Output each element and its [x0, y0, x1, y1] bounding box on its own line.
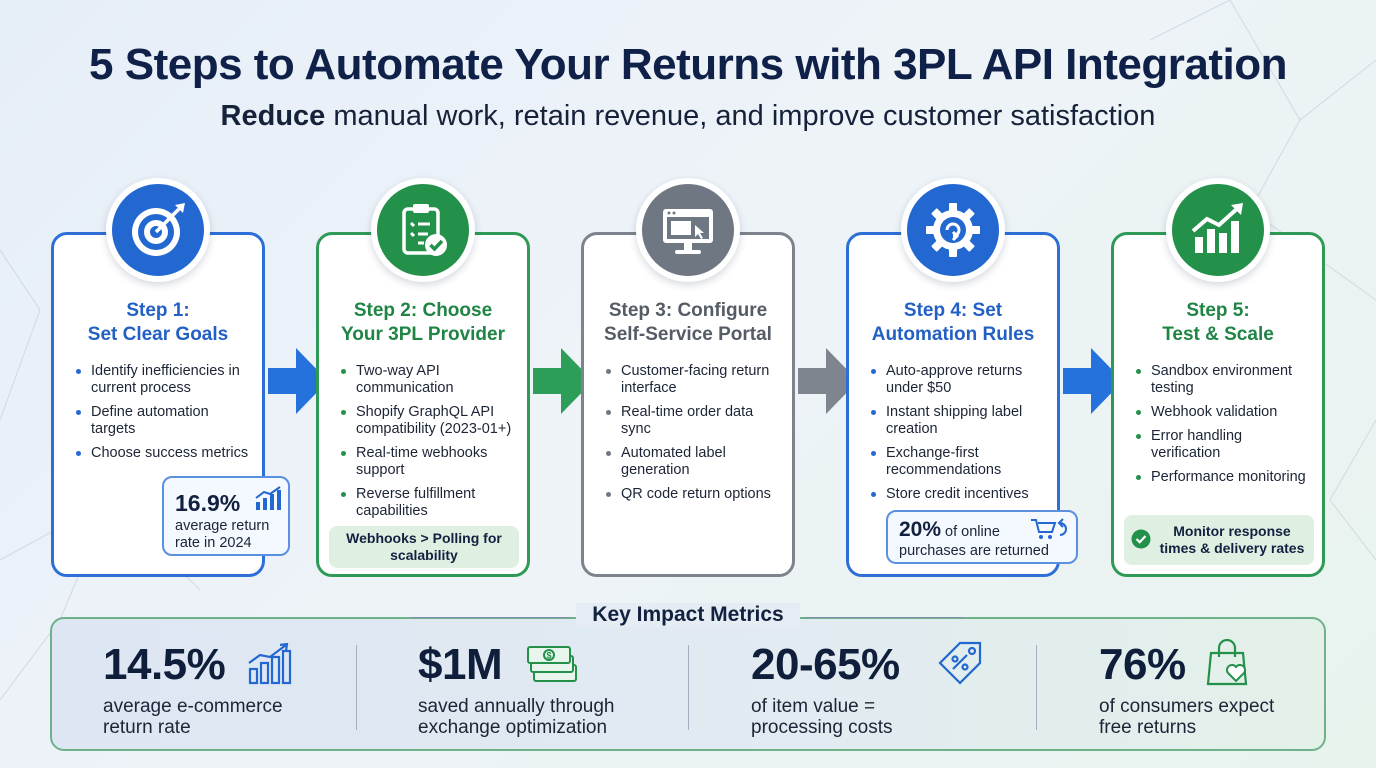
stat-line: 20% of online — [899, 518, 1000, 542]
stat-value: 16.9% — [175, 490, 241, 516]
clipboard-check-icon — [371, 178, 475, 282]
bullet-item: Auto-approve returns under $50 — [871, 363, 1049, 397]
bullet-item: Identify inefficiencies in current proce… — [76, 363, 254, 397]
arrow-right-icon — [268, 348, 328, 414]
stat-box-return-rate: 16.9% average return rate in 2024 — [162, 476, 290, 556]
svg-text:$: $ — [547, 651, 552, 661]
step-title: Step 3: Configure Self-Service Portal — [604, 300, 772, 345]
metric-item: 76% of consumers expect free returns — [1099, 640, 1274, 738]
step-title: Step 4: Set Automation Rules — [871, 300, 1035, 345]
bar-chart-icon — [248, 643, 292, 685]
bullet-item: Sandbox environment testing — [1136, 363, 1314, 397]
subtitle-bold: Reduce — [220, 100, 326, 132]
metric-value: 14.5% — [103, 640, 226, 689]
metric-item: $1M saved annually through exchange opti… — [418, 640, 614, 738]
metric-divider — [1036, 645, 1037, 730]
bullet-item: Exchange-first recommendations — [871, 445, 1049, 479]
page-subtitle: Reduce manual work, retain revenue, and … — [0, 100, 1376, 133]
metric-value: $1M — [418, 640, 503, 689]
metric-label: of consumers expect free returns — [1099, 696, 1275, 738]
step-title: Step 2: Choose Your 3PL Provider — [340, 300, 505, 345]
step-bullets: Sandbox environment testing Webhook vali… — [1136, 363, 1314, 493]
target-icon — [106, 178, 210, 282]
bullet-item: Choose success metrics — [76, 445, 254, 462]
tip-note-text: Monitor response times & delivery rates — [1159, 523, 1305, 556]
metric-divider — [688, 645, 689, 730]
tip-note: Webhooks > Polling for scalability — [329, 526, 519, 568]
shopping-bag-icon — [1206, 639, 1248, 686]
step-bullets: Identify inefficiencies in current proce… — [76, 363, 254, 469]
bullet-item: Automated label generation — [606, 445, 784, 479]
metric-divider — [356, 645, 357, 730]
arrow-right-icon — [798, 348, 858, 414]
bullet-item: Error handling verification — [1136, 428, 1314, 462]
monitor-icon — [636, 178, 740, 282]
stat-box-returned-purchases: 20% of online purchases are returned — [886, 510, 1078, 564]
price-tag-icon — [938, 641, 982, 685]
bar-chart-icon — [255, 486, 281, 510]
arrow-right-icon — [533, 348, 593, 414]
metric-label: saved annually through exchange optimiza… — [418, 696, 615, 738]
cart-return-icon — [1031, 518, 1067, 539]
bullet-item: Shopify GraphQL API compatibility (2023-… — [341, 404, 519, 438]
bullet-item: QR code return options — [606, 486, 784, 503]
bullet-item: Real-time webhooks support — [341, 445, 519, 479]
page-title: 5 Steps to Automate Your Returns with 3P… — [89, 40, 1287, 89]
subtitle-rest: manual work, retain revenue, and improve… — [325, 100, 1156, 132]
stat-value: 20% — [899, 518, 942, 541]
bullet-item: Webhook validation — [1136, 404, 1314, 421]
money-stack-icon: $ — [527, 646, 577, 682]
metric-item: 14.5% average e-commerce return rate — [103, 640, 283, 738]
stat-label: purchases are returned — [899, 543, 1049, 559]
metric-item: 20-65% of item value = processing costs — [751, 640, 900, 738]
metric-label: of item value = processing costs — [751, 696, 893, 738]
heading-line-right — [803, 617, 963, 618]
stat-inline-label: of online — [941, 524, 1000, 540]
step-card-2: Step 2: Choose Your 3PL Provider Two-way… — [316, 232, 530, 577]
metrics-heading: Key Impact Metrics — [576, 603, 800, 627]
gear-icon — [901, 178, 1005, 282]
bullet-item: Instant shipping label creation — [871, 404, 1049, 438]
bullet-item: Customer-facing return interface — [606, 363, 784, 397]
bullet-item: Reverse fulfillment capabilities — [341, 486, 519, 520]
metrics-heading-wrap: Key Impact Metrics — [0, 603, 1376, 627]
trend-chart-icon — [1166, 178, 1270, 282]
step-title: Step 5: Test & Scale — [1162, 300, 1274, 345]
arrow-right-icon — [1063, 348, 1123, 414]
metric-value: 20-65% — [751, 640, 900, 689]
heading-line-left — [412, 617, 572, 618]
metric-value: 76% — [1099, 640, 1186, 689]
check-circle-icon — [1131, 529, 1151, 549]
bullet-item: Store credit incentives — [871, 486, 1049, 503]
step-title: Step 1: Set Clear Goals — [87, 300, 229, 345]
bullet-item: Define automation targets — [76, 404, 254, 438]
step-card-3: Step 3: Configure Self-Service Portal Cu… — [581, 232, 795, 577]
metric-label: average e-commerce return rate — [103, 696, 283, 738]
bullet-item: Two-way API communication — [341, 363, 519, 397]
stat-label: average return rate in 2024 — [175, 518, 270, 551]
step-bullets: Two-way API communication Shopify GraphQ… — [341, 363, 519, 527]
bullet-item: Real-time order data sync — [606, 404, 784, 438]
tip-note: Monitor response times & delivery rates — [1124, 515, 1314, 565]
bullet-item: Performance monitoring — [1136, 469, 1314, 486]
step-bullets: Customer-facing return interface Real-ti… — [606, 363, 784, 510]
step-bullets: Auto-approve returns under $50 Instant s… — [871, 363, 1049, 510]
